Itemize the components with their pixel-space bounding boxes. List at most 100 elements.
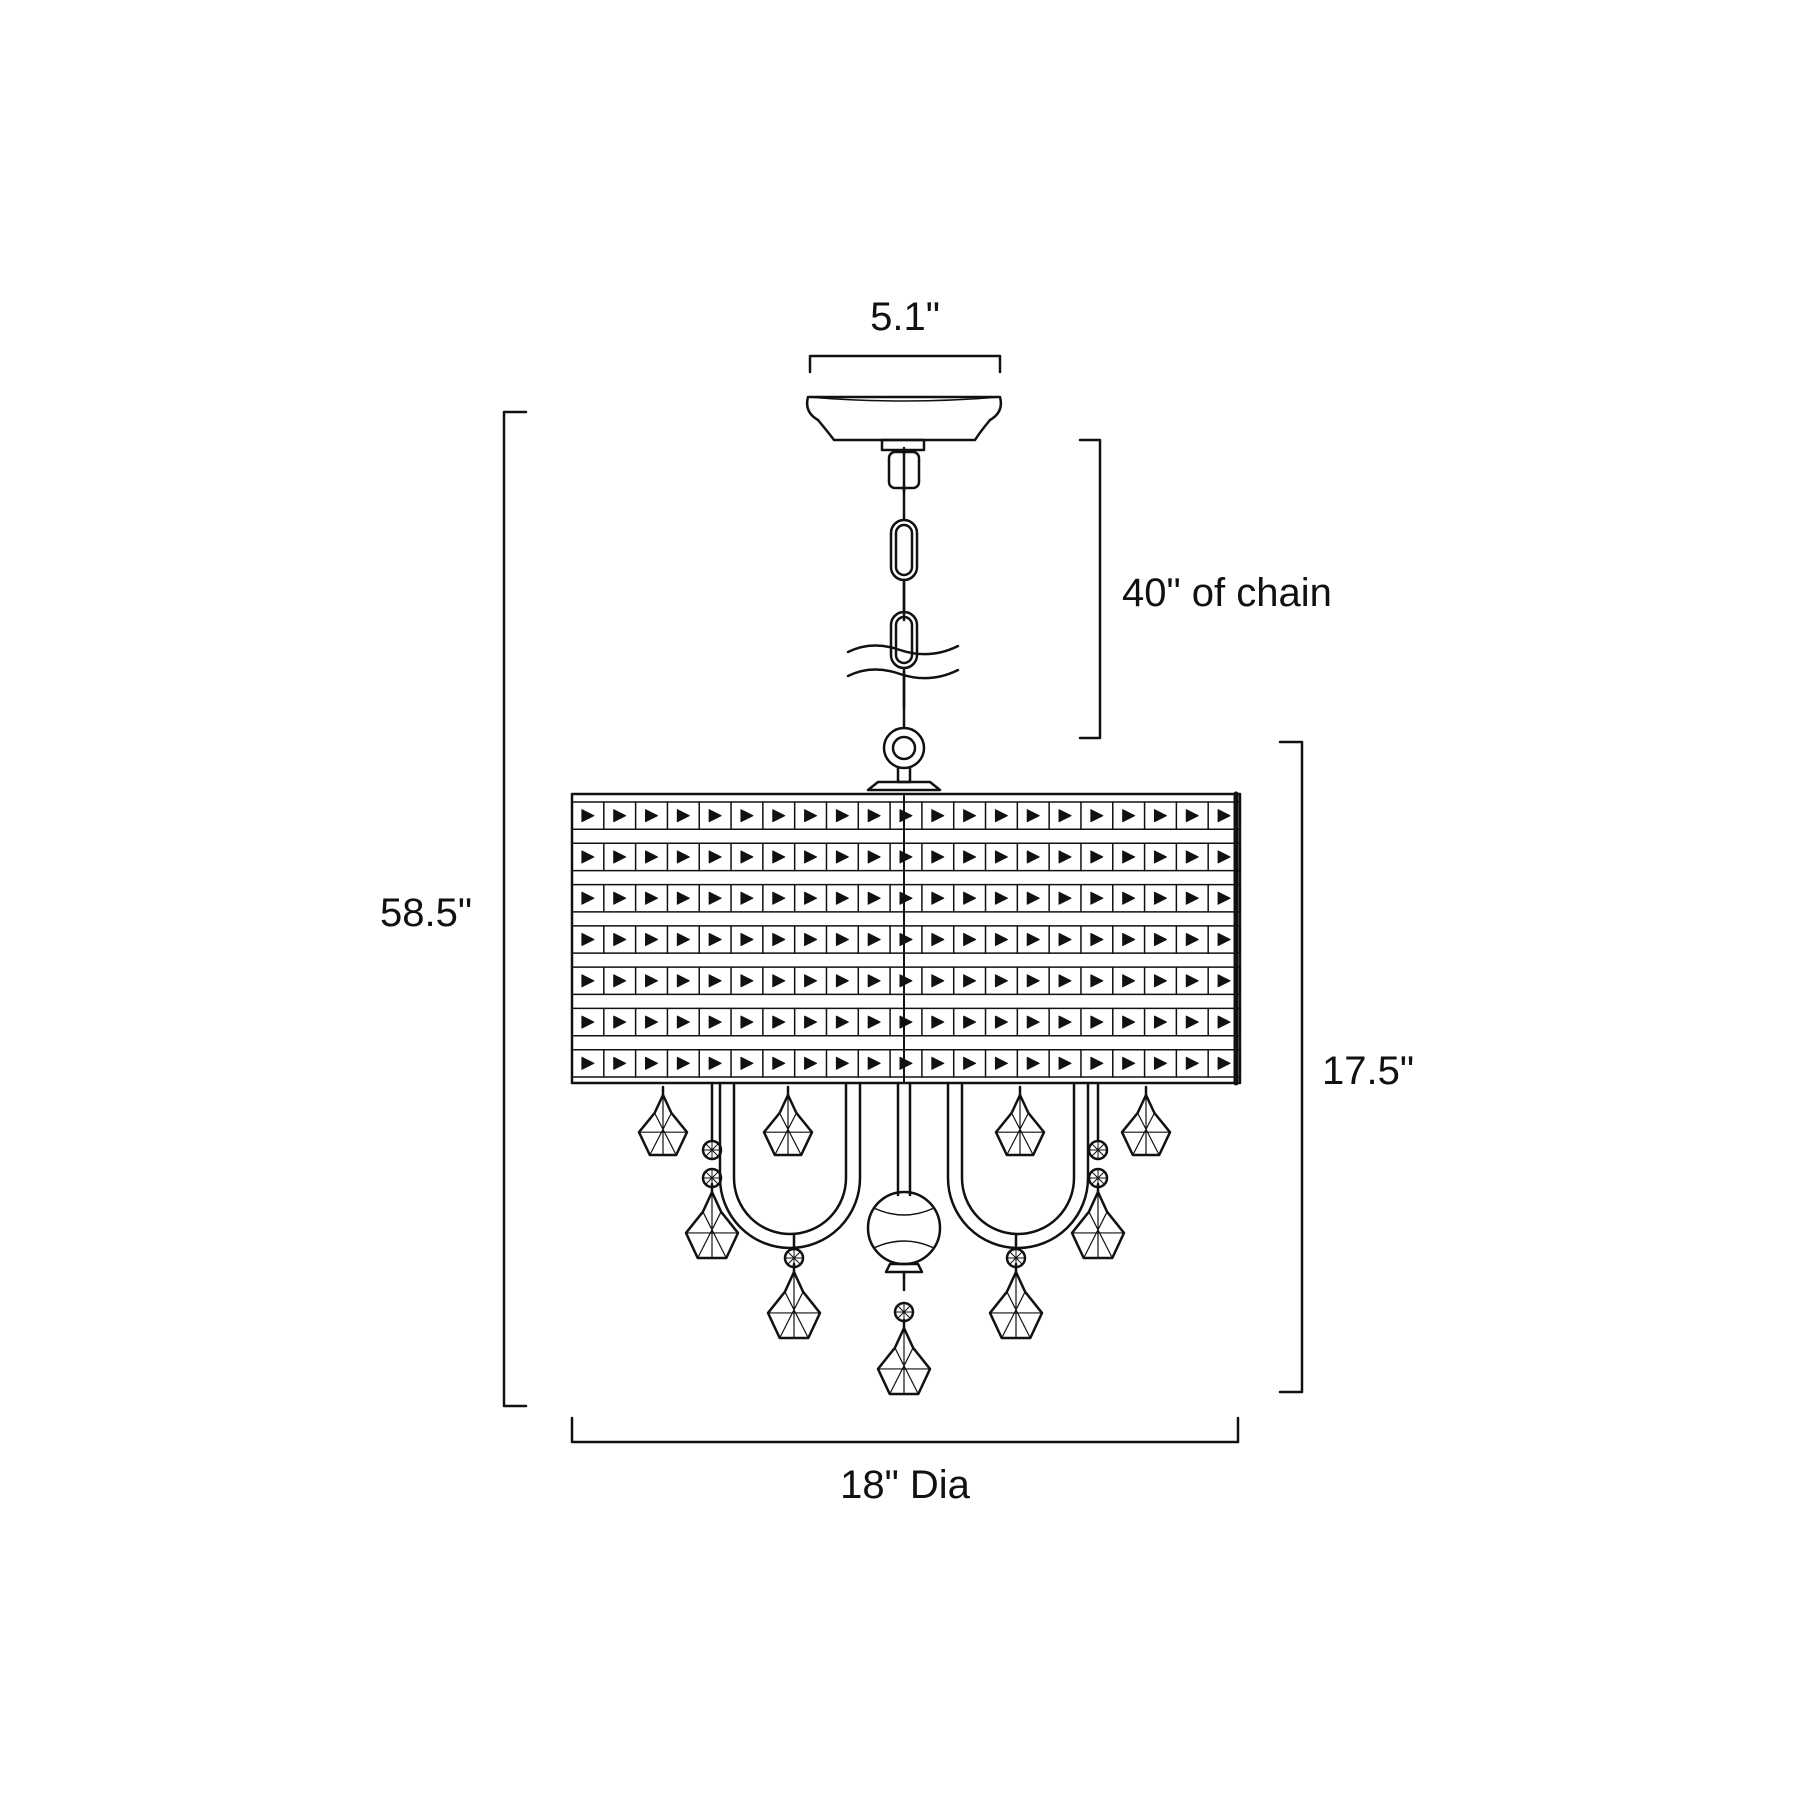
shade-crystal <box>1090 1015 1104 1029</box>
shade-crystal <box>835 1015 849 1029</box>
shade-crystal <box>804 974 818 988</box>
shade-crystal <box>613 809 627 823</box>
canopy-width-label: 5.1" <box>870 295 940 339</box>
shade-crystal <box>994 1015 1008 1029</box>
diameter-bracket <box>570 1416 1240 1444</box>
shade-crystal <box>1217 891 1231 905</box>
shade-crystal <box>963 891 977 905</box>
crystal-pendant <box>762 1085 814 1157</box>
shade-crystal <box>581 974 595 988</box>
shade-crystal <box>867 933 881 946</box>
shade-crystal <box>899 1056 913 1070</box>
shade-crystal <box>645 850 659 864</box>
shade-crystal <box>676 850 690 864</box>
shade-crystal <box>1122 1015 1136 1029</box>
hook-ring <box>866 726 942 792</box>
shade-crystal <box>835 974 849 988</box>
shade-crystal <box>804 933 818 946</box>
shade-crystal <box>804 1015 818 1029</box>
shade-crystal <box>1090 933 1104 946</box>
shade-crystal <box>676 974 690 988</box>
shade-crystal <box>1153 850 1167 864</box>
shade-crystal <box>963 933 977 946</box>
shade-crystal <box>931 1015 945 1029</box>
shade-crystal <box>963 974 977 988</box>
shade-crystal <box>645 891 659 905</box>
shade-crystal <box>581 1056 595 1070</box>
shade-crystal <box>1153 933 1167 946</box>
shade-crystal <box>1026 974 1040 988</box>
shade-crystal <box>899 974 913 988</box>
shade-crystal <box>994 891 1008 905</box>
shade-crystal <box>835 891 849 905</box>
shade-crystal <box>899 933 913 946</box>
chain <box>887 446 921 730</box>
shade-crystal <box>867 1015 881 1029</box>
shade-crystal <box>899 850 913 864</box>
shade-crystal <box>1090 891 1104 905</box>
shade-crystal <box>740 891 754 905</box>
shade-crystal <box>1090 974 1104 988</box>
shade-crystal <box>1217 974 1231 988</box>
chandelier-drawing <box>502 354 1304 1444</box>
crystal-pendant <box>988 1262 1044 1340</box>
overall-height-bracket <box>502 410 528 1408</box>
shade-crystal <box>772 974 786 988</box>
shade-crystal <box>804 809 818 823</box>
shade-crystal <box>899 1015 913 1029</box>
shade-crystal <box>804 891 818 905</box>
shade-crystal <box>1217 1056 1231 1070</box>
shade-crystal <box>994 974 1008 988</box>
shade-crystal <box>1185 974 1199 988</box>
crystal-pendant <box>637 1085 689 1157</box>
shade-crystal <box>867 850 881 864</box>
candle-arms <box>718 1081 1090 1250</box>
shade-crystal <box>1122 974 1136 988</box>
shade-crystal <box>835 1056 849 1070</box>
shade-crystal <box>613 1056 627 1070</box>
shade-crystal <box>1026 891 1040 905</box>
shade-crystal <box>1185 809 1199 823</box>
shade-crystal <box>772 850 786 864</box>
shade-crystal <box>613 974 627 988</box>
shade-crystal <box>1122 850 1136 864</box>
shade-crystal <box>1026 1015 1040 1029</box>
shade-crystal <box>708 933 722 946</box>
shade-crystal <box>740 1015 754 1029</box>
shade-crystal <box>1058 933 1072 946</box>
shade-crystal <box>1058 850 1072 864</box>
shade-crystal <box>1122 891 1136 905</box>
shade-crystal <box>1058 809 1072 823</box>
shade-crystal <box>645 1056 659 1070</box>
crystal-pendant <box>1120 1085 1172 1157</box>
shade-crystal <box>676 933 690 946</box>
shade-crystal <box>1153 1056 1167 1070</box>
shade-crystal <box>613 891 627 905</box>
shade-crystal <box>708 1015 722 1029</box>
chain-length-bracket <box>1078 438 1102 740</box>
crystal-bead <box>893 1301 915 1323</box>
shade-crystal <box>1217 933 1231 946</box>
shade-crystal <box>708 850 722 864</box>
shade-crystal <box>931 933 945 946</box>
shade-crystal <box>1122 809 1136 823</box>
shade-crystal <box>1153 974 1167 988</box>
shade-crystal <box>1122 1056 1136 1070</box>
shade-crystal <box>740 1056 754 1070</box>
crystal-bead <box>701 1139 723 1161</box>
shade-crystal <box>835 850 849 864</box>
shade-crystal <box>708 809 722 823</box>
shade-crystal <box>899 809 913 823</box>
shade-crystal <box>581 933 595 946</box>
shade-crystal <box>1026 933 1040 946</box>
fixture-height-bracket <box>1278 740 1304 1394</box>
shade-crystal <box>1090 1056 1104 1070</box>
canopy-width-bracket <box>808 354 1002 374</box>
crystal-pendant <box>766 1262 822 1340</box>
shade-crystal <box>1026 850 1040 864</box>
shade-crystal <box>708 891 722 905</box>
shade-crystal <box>772 933 786 946</box>
shade-crystal <box>676 1056 690 1070</box>
crystal-pendant <box>684 1182 740 1260</box>
shade-crystal <box>899 891 913 905</box>
